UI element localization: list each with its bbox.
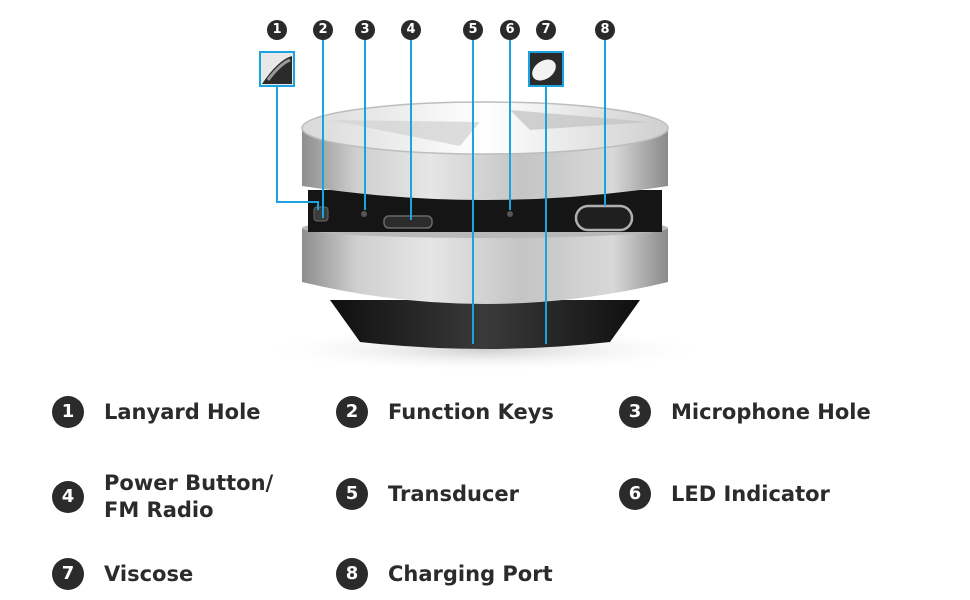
marker-4: 4: [401, 20, 421, 40]
legend-label: Lanyard Hole: [104, 399, 261, 424]
legend-label: Viscose: [104, 561, 194, 586]
legend-badge: 8: [336, 558, 368, 590]
legend-item-led-indicator: 6 LED Indicator: [619, 478, 830, 510]
legend-label: Function Keys: [388, 399, 554, 424]
lower-band: [302, 228, 668, 304]
legend-badge: 4: [52, 481, 84, 513]
legend-badge: 5: [336, 478, 368, 510]
marker-8: 8: [595, 20, 615, 40]
microphone-hole: [361, 211, 367, 217]
legend-label: Power Button/ FM Radio: [104, 471, 274, 522]
legend-badge: 2: [336, 396, 368, 428]
legend-item-viscose: 7 Viscose: [52, 558, 193, 590]
legend-item-charging-port: 8 Charging Port: [336, 558, 553, 590]
legend-badge: 1: [52, 396, 84, 428]
lanyard-detail-inset: [259, 51, 295, 87]
speaker-illustration: [255, 40, 715, 372]
speaker-base: [330, 300, 640, 349]
marker-6: 6: [500, 20, 520, 40]
legend-label: Charging Port: [388, 561, 553, 586]
legend-item-power-button: 4 Power Button/ FM Radio: [52, 470, 273, 524]
legend-label: Microphone Hole: [671, 399, 871, 424]
lanyard-hole: [313, 206, 329, 222]
marker-2: 2: [313, 20, 333, 40]
viscose-detail-inset: [528, 51, 564, 87]
marker-7: 7: [536, 20, 556, 40]
legend-item-lanyard-hole: 1 Lanyard Hole: [52, 396, 261, 428]
legend-badge: 6: [619, 478, 651, 510]
legend-item-microphone-hole: 3 Microphone Hole: [619, 396, 871, 428]
legend-badge: 7: [52, 558, 84, 590]
led-indicator: [507, 211, 513, 217]
legend-badge: 3: [619, 396, 651, 428]
charging-port: [574, 204, 634, 232]
top-cap: [301, 101, 669, 155]
marker-1: 1: [267, 20, 287, 40]
legend-label: LED Indicator: [671, 481, 830, 506]
legend-label: Transducer: [388, 481, 520, 506]
legend-item-transducer: 5 Transducer: [336, 478, 519, 510]
legend-item-function-keys: 2 Function Keys: [336, 396, 554, 428]
power-button: [383, 215, 433, 229]
callout-line-1: [276, 86, 319, 210]
marker-5: 5: [463, 20, 483, 40]
callout-lines: [276, 40, 606, 344]
marker-3: 3: [355, 20, 375, 40]
